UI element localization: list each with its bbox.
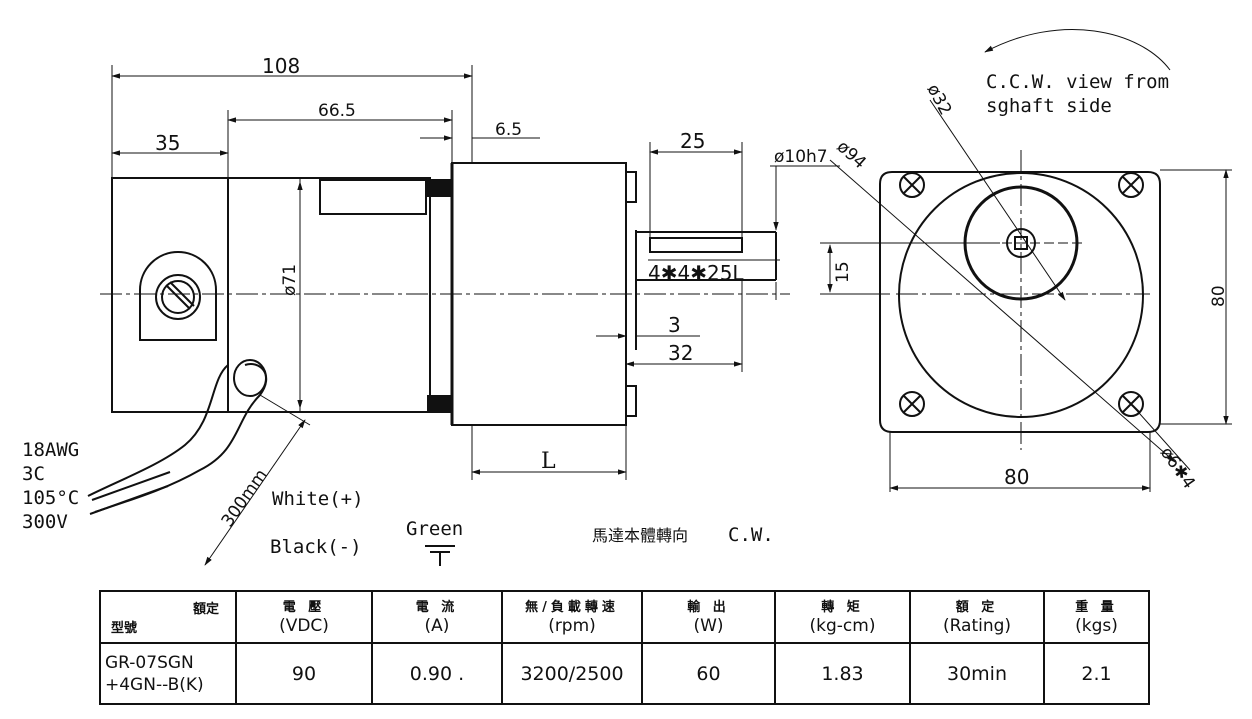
black-wire-label: Black(-) xyxy=(270,536,362,558)
value-weight: 2.1 xyxy=(1043,642,1150,705)
label-L: L xyxy=(541,449,556,474)
value-rating: 30min xyxy=(909,642,1045,705)
label-key-spec: 4✱4✱25L xyxy=(648,261,744,285)
output-shaft xyxy=(636,231,777,281)
corner-model: 型號 xyxy=(111,621,138,636)
header-torque: 轉 矩(kg-cm) xyxy=(774,590,911,644)
label-6-5: 6.5 xyxy=(495,120,522,140)
label-25: 25 xyxy=(680,129,705,153)
body-rotation-value: C.W. xyxy=(728,524,774,546)
rotation-note-line2: sghaft side xyxy=(986,95,1112,117)
label-32-pilot: ø32 xyxy=(923,81,956,119)
label-80-v: 80 xyxy=(1209,285,1229,307)
value-speed: 3200/2500 xyxy=(501,642,643,705)
label-15: 15 xyxy=(833,261,853,283)
green-wire-label: Green xyxy=(406,518,463,540)
label-cable-length: 300mm xyxy=(218,466,272,531)
dim-80-h xyxy=(889,432,1151,492)
wire-cores: 3C xyxy=(22,463,45,485)
dim-15 xyxy=(820,242,1000,295)
dim-32 xyxy=(625,280,743,372)
dim-108 xyxy=(111,65,473,178)
terminal-screw-icon xyxy=(139,251,217,341)
spec-table: 額定 型號 電 壓(VDC) 電 流(A) 無/負載轉速(rpm) 輸 出(W)… xyxy=(99,590,1150,705)
label-3: 3 xyxy=(668,313,681,337)
wire-temp: 105°C xyxy=(22,487,79,509)
label-32: 32 xyxy=(668,341,693,365)
header-output: 輸 出(W) xyxy=(641,590,776,644)
label-35: 35 xyxy=(155,131,180,155)
dim-25 xyxy=(649,142,743,238)
label-80-h: 80 xyxy=(1004,465,1029,489)
table-corner-cell: 額定 型號 xyxy=(99,590,237,644)
motor-front-view xyxy=(879,150,1161,450)
value-output: 60 xyxy=(641,642,776,705)
label-108: 108 xyxy=(262,54,300,78)
ccw-arrow-icon xyxy=(984,29,1171,71)
header-voltage: 電 壓(VDC) xyxy=(235,590,373,644)
dim-94-line xyxy=(829,159,1176,463)
value-current: 0.90 . xyxy=(371,642,503,705)
body-rotation-label: 馬達本體轉向 xyxy=(592,526,688,545)
header-rating: 額 定(Rating) xyxy=(909,590,1045,644)
label-shaft-dia: ø10h7 xyxy=(774,147,828,167)
corner-rating: 額定 xyxy=(192,602,219,617)
dim-shaft-dia xyxy=(770,165,840,300)
table-row: GR-07SGN+4GN--B(K) 90 0.90 . 3200/2500 6… xyxy=(99,642,1150,705)
dim-pilot-line xyxy=(929,99,1066,301)
dim-80-v xyxy=(1160,169,1232,425)
ground-icon xyxy=(425,545,455,566)
header-current: 電 流(A) xyxy=(371,590,503,644)
label-66-5: 66.5 xyxy=(318,101,356,121)
dim-holes-line xyxy=(1130,403,1191,471)
value-voltage: 90 xyxy=(235,642,373,705)
header-speed: 無/負載轉速(rpm) xyxy=(501,590,643,644)
wire-gauge: 18AWG xyxy=(22,439,79,461)
wire-voltage: 300V xyxy=(22,511,68,533)
white-wire-label: White(+) xyxy=(272,488,364,510)
label-71: ø71 xyxy=(280,264,300,296)
model-cell: GR-07SGN+4GN--B(K) xyxy=(99,642,237,705)
dim-L xyxy=(471,425,627,480)
table-header-row: 額定 型號 電 壓(VDC) 電 流(A) 無/負載轉速(rpm) 輸 出(W)… xyxy=(99,590,1150,644)
label-holes: ø6✱4 xyxy=(1156,443,1199,492)
header-weight: 重 量(kgs) xyxy=(1043,590,1150,644)
value-torque: 1.83 xyxy=(774,642,911,705)
dim-cable xyxy=(204,394,311,566)
rotation-note-line1: C.C.W. view from xyxy=(986,71,1169,93)
